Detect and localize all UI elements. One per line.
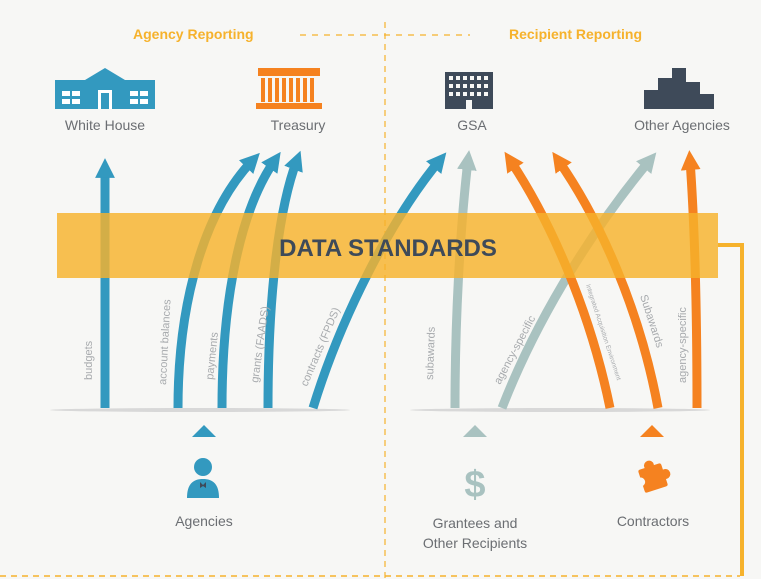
flow-label-agency-specific-contracts: agency-specific	[677, 307, 689, 383]
band-label: DATA STANDARDS	[279, 235, 497, 262]
destination-treasury: Treasury	[270, 117, 326, 133]
treasury-columns-icon	[256, 68, 322, 109]
arrow-contracts	[308, 152, 447, 410]
city-skyline-icon	[644, 68, 714, 109]
government-building-icon	[55, 68, 155, 109]
ground-shadows	[50, 408, 710, 412]
source-contractors: Contractors	[616, 513, 690, 529]
data-standards-band: DATA STANDARDS	[57, 213, 744, 576]
source-grantees: Grantees and Other Recipients	[422, 515, 528, 551]
source-agencies: Agencies	[175, 513, 233, 529]
destination-other-agencies: Other Agencies	[634, 117, 730, 133]
dollar-sign-icon: $	[464, 464, 485, 506]
destination-white-house: White House	[64, 117, 146, 133]
flow-arrows	[95, 150, 702, 410]
puzzle-piece-icon	[636, 460, 671, 493]
svg-text:$: $	[464, 464, 485, 506]
arrow-agency-specific-contracts	[680, 150, 702, 409]
divider-lines	[0, 22, 740, 579]
arrow-grants	[263, 150, 303, 409]
flow-label-subawards-grants: subawards	[424, 326, 438, 380]
office-building-icon	[445, 72, 493, 109]
destination-gsa: GSA	[457, 117, 487, 133]
header-recipient-reporting: Recipient Reporting	[509, 26, 643, 42]
flow-label-payments: payments	[204, 331, 221, 380]
flow-label-budgets: budgets	[83, 340, 95, 380]
flow-label-account-balances: account balances	[157, 299, 173, 386]
source-pointers	[192, 425, 664, 437]
person-icon	[187, 458, 219, 498]
arrow-subawards-grants	[450, 150, 477, 409]
header-agency-reporting: Agency Reporting	[133, 26, 254, 42]
